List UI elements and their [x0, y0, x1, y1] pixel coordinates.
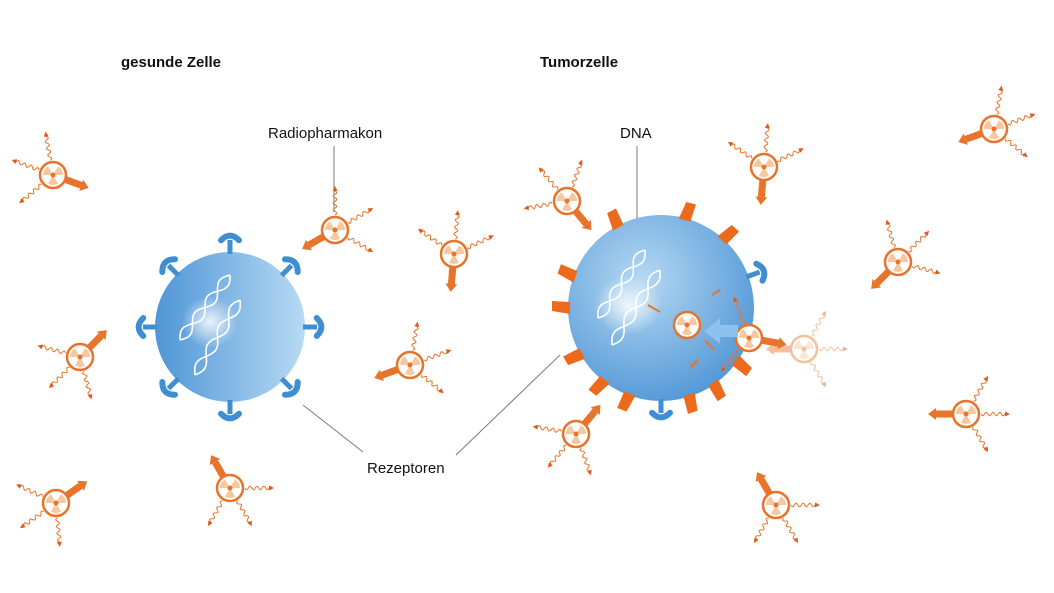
healthy-cell: [155, 252, 305, 402]
receptors: [135, 201, 768, 422]
y-receptor-icon: [649, 399, 673, 421]
radiation-trefoil-icon: [727, 123, 804, 205]
tumor-receptor-icon: [678, 201, 696, 222]
radiopharmaceuticals: [11, 85, 1036, 547]
tumor-receptor-icon: [617, 391, 636, 412]
radiation-trefoil-icon: [672, 310, 702, 340]
y-receptor-icon: [218, 400, 242, 422]
y-receptor-icon: [745, 260, 768, 284]
tumor-cell-title: Tumorzelle: [540, 54, 618, 71]
tumor-receptor-icon: [557, 264, 578, 283]
radiation-trefoil-icon: [766, 310, 848, 388]
radiation-trefoil-icon: [37, 330, 107, 400]
tumor-cell-nucleus: [594, 275, 662, 335]
y-receptor-icon: [159, 256, 181, 278]
radiation-trefoil-icon: [871, 219, 941, 289]
radiation-trefoil-icon: [754, 472, 820, 544]
radiation-trefoil-icon: [532, 404, 601, 476]
arrow-left-icon: [704, 318, 738, 344]
y-receptor-icon: [303, 315, 325, 339]
tumor-receptor-icon: [552, 301, 570, 314]
tumor-receptor-icon: [732, 355, 753, 377]
radiation-trefoil-icon: [11, 131, 89, 204]
dna-icon: [179, 274, 242, 376]
leader-receptor-healthy: [302, 404, 364, 453]
tumor-receptor-icon: [588, 376, 610, 396]
radiation-trefoil-icon: [958, 85, 1036, 158]
radiation-trefoil-icon: [208, 455, 274, 527]
tumor-receptor-icon: [708, 379, 726, 402]
radiopharmaceutical-label: Radiopharmakon: [268, 125, 382, 142]
receptors-label: Rezeptoren: [367, 460, 445, 477]
leader-receptor-tumor: [455, 354, 561, 456]
tumor-receptor-icon: [607, 208, 624, 231]
tumor-receptor-icon: [717, 224, 740, 245]
radiation-trefoil-icon: [705, 296, 787, 372]
radiation-sparks: [647, 289, 721, 369]
y-receptor-icon: [279, 256, 301, 278]
radiation-trefoil-icon: [374, 321, 452, 394]
healthy-cell-title: gesunde Zelle: [121, 54, 221, 71]
y-receptor-icon: [159, 376, 181, 398]
dna-label: DNA: [620, 125, 652, 142]
y-receptor-icon: [279, 376, 301, 398]
radiation-trefoil-icon: [523, 159, 592, 231]
y-receptor-icon: [218, 232, 242, 254]
radiation-trefoil-icon: [302, 186, 374, 252]
radiation-trefoil-icon: [417, 210, 494, 292]
tumor-receptor-icon: [563, 348, 586, 366]
tumor-receptor-icon: [683, 392, 698, 414]
radiation-trefoil-icon: [928, 375, 1010, 453]
tumor-cell: [568, 215, 754, 401]
radiation-trefoil-icon: [16, 480, 88, 547]
y-receptor-icon: [135, 315, 157, 339]
dna-icon: [597, 249, 661, 346]
